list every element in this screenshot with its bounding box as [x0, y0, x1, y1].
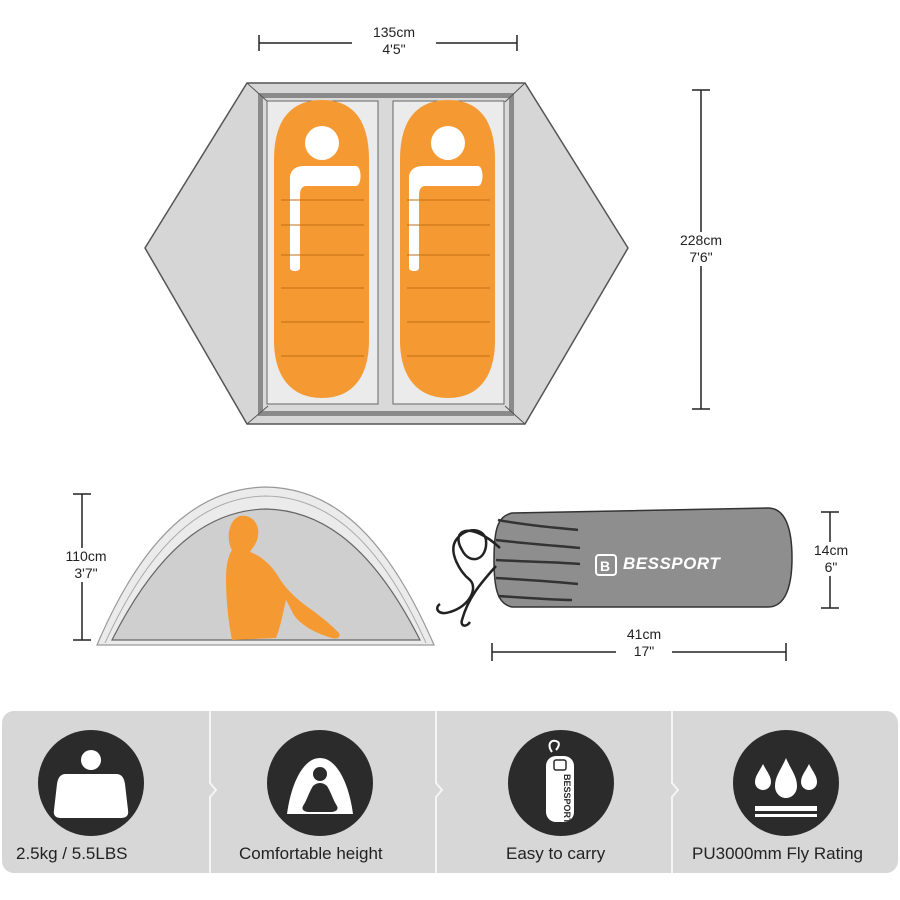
svg-text:B: B: [600, 558, 610, 574]
top-width-label: 135cm 4'5": [352, 24, 436, 58]
tent-side-view: [73, 486, 435, 646]
bag-brand-text: BESSPORT: [623, 554, 721, 573]
water-drops-icon: [755, 758, 817, 817]
carry-bag: B: [436, 507, 839, 661]
feature-carry-label: Easy to carry: [506, 844, 606, 863]
carry-bag-icon: BESSPORT: [546, 739, 574, 824]
sleeping-bag-left: [274, 100, 369, 398]
top-length-label: 228cm 7'6": [664, 232, 738, 266]
side-height-in: 3'7": [74, 565, 98, 581]
bag-height-label: 14cm 6": [806, 542, 856, 576]
features-panel: 2.5kg / 5.5LBS Comfortable height BESSPO…: [2, 711, 898, 873]
bag-height-cm: 14cm: [813, 542, 849, 558]
side-height-label: 110cm 3'7": [54, 548, 118, 582]
tent-top-view: [144, 35, 710, 425]
sitting-person-icon: [287, 758, 353, 814]
top-length-cm: 228cm: [679, 232, 723, 248]
feature-weight: [38, 730, 144, 836]
sleeping-bag-right: [400, 100, 495, 398]
sitting-person-silhouette: [226, 515, 340, 640]
bag-length-cm: 41cm: [626, 626, 662, 642]
top-width-cm: 135cm: [372, 24, 416, 40]
feature-height: [267, 730, 373, 836]
top-length-in: 7'6": [689, 249, 713, 265]
top-width-in: 4'5": [382, 41, 406, 57]
feature-carry: BESSPORT: [508, 730, 614, 836]
svg-text:BESSPORT: BESSPORT: [562, 774, 572, 824]
bag-length-label: 41cm 17": [616, 626, 672, 660]
feature-waterproof: [733, 730, 839, 836]
weight-icon: [53, 750, 129, 818]
bag-length-in: 17": [633, 643, 655, 659]
bag-height-in: 6": [824, 559, 838, 575]
feature-waterproof-label: PU3000mm Fly Rating: [692, 844, 864, 863]
feature-height-label: Comfortable height: [239, 844, 383, 863]
panel-dividers: [209, 711, 680, 873]
side-height-cm: 110cm: [65, 548, 107, 564]
feature-weight-label: 2.5kg / 5.5LBS: [16, 844, 128, 863]
